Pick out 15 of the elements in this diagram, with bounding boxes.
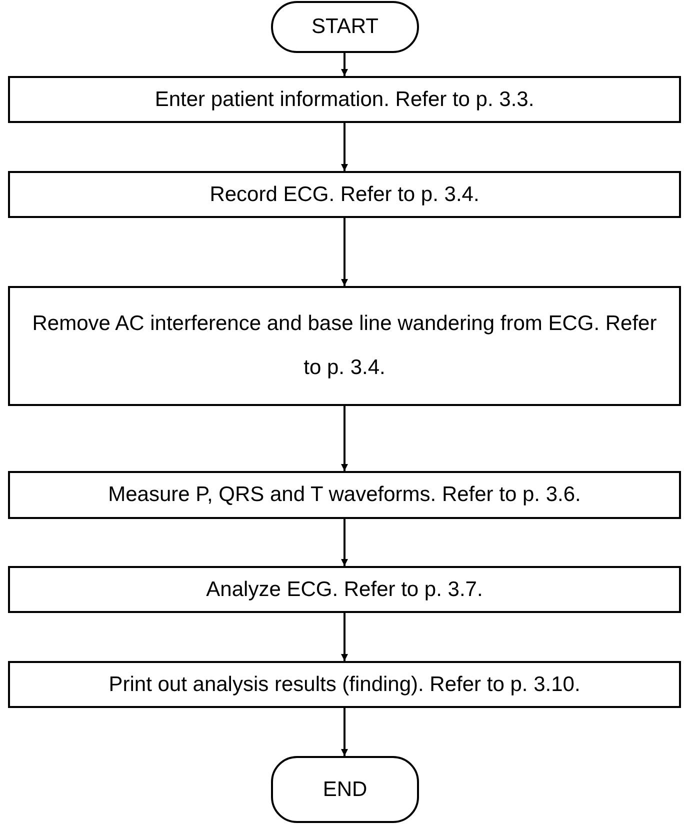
terminal-box: START [271,1,419,53]
process-box: Enter patient information. Refer to p. 3.3. [8,76,681,123]
process-box: Record ECG. Refer to p. 3.4. [8,171,681,218]
process-box: Remove AC interference and base line wandering from ECG. Refer to p. 3.4. [8,286,681,406]
arrow [341,406,348,471]
terminal-box: END [271,756,419,823]
process-box: Print out analysis results (finding). Refer to p. 3.10. [8,661,681,708]
arrow [341,218,348,286]
process-box: Analyze ECG. Refer to p. 3.7. [8,566,681,613]
arrow [341,519,348,566]
arrow [341,708,348,756]
arrow [341,613,348,661]
arrow [341,53,348,76]
process-box: Measure P, QRS and T waveforms. Refer to p. 3.6. [8,471,681,519]
arrow [341,123,348,171]
